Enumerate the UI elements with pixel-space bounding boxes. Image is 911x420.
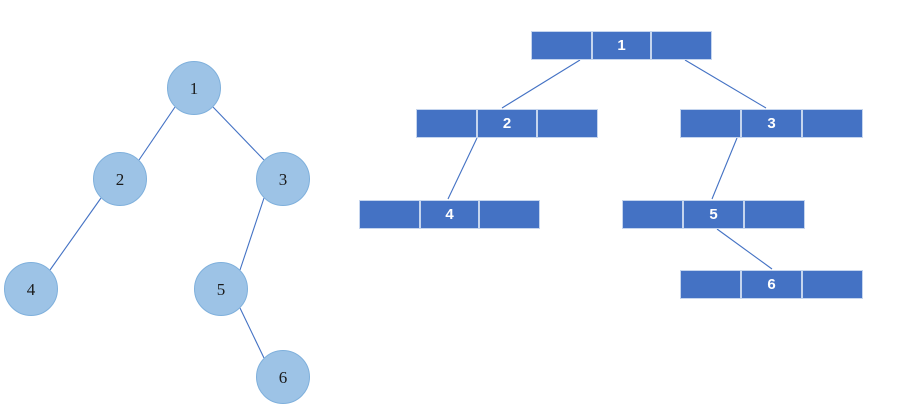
linked-node-5-left-pointer (622, 200, 683, 229)
linked-node-1: 1 (531, 31, 712, 60)
linked-node-5: 5 (622, 200, 805, 229)
linked-node-4: 4 (359, 200, 540, 229)
linked-node-value-label: 1 (617, 37, 626, 54)
linked-edges (447, 59, 773, 270)
edge-n2-n4 (447, 137, 478, 200)
linked-node-2-value: 2 (477, 109, 537, 138)
linked-node-3-right-pointer (802, 109, 863, 138)
linked-node-1-left-pointer (531, 31, 592, 60)
linked-node-3-value: 3 (741, 109, 802, 138)
linked-node-2: 2 (416, 109, 598, 138)
linked-node-value-label: 5 (709, 206, 718, 223)
linked-node-6-value: 6 (741, 270, 802, 299)
linked-node-3: 3 (680, 109, 863, 138)
linked-node-1-right-pointer (651, 31, 712, 60)
linked-node-6: 6 (680, 270, 863, 299)
tree-node-5: 5 (194, 262, 248, 316)
linked-node-value-label: 6 (767, 276, 776, 293)
linked-node-2-left-pointer (416, 109, 477, 138)
edge-n3-n5 (711, 137, 738, 200)
linked-node-value-label: 3 (767, 115, 776, 132)
linked-node-value-label: 4 (445, 206, 454, 223)
linked-node-4-value: 4 (420, 200, 479, 229)
linked-node-1-value: 1 (592, 31, 651, 60)
tree-node-label: 3 (278, 169, 288, 189)
tree-node-1: 1 (167, 61, 221, 115)
linked-node-value-label: 2 (502, 115, 512, 132)
tree-node-6: 6 (256, 350, 310, 404)
linked-node-5-right-pointer (744, 200, 805, 229)
tree-node-label: 4 (26, 279, 36, 299)
edge-t1-t2 (138, 106, 176, 161)
tree-node-label: 5 (216, 279, 226, 299)
tree-node-label: 2 (115, 169, 125, 189)
edge-n1-n3 (684, 59, 767, 109)
linked-node-4-right-pointer (479, 200, 540, 229)
edge-n5-n6 (716, 228, 773, 270)
linked-node-2-right-pointer (537, 109, 598, 138)
tree-node-2: 2 (93, 152, 147, 206)
edge-t5-t6 (239, 307, 265, 359)
linked-node-4-left-pointer (359, 200, 420, 229)
tree-edges (49, 106, 265, 359)
tree-node-label: 6 (278, 367, 288, 387)
linked-node-5-value: 5 (683, 200, 744, 229)
linked-node-3-left-pointer (680, 109, 741, 138)
tree-node-4: 4 (4, 262, 58, 316)
edge-t2-t4 (49, 197, 102, 271)
edge-n1-n2 (501, 59, 581, 109)
tree-node-3: 3 (256, 152, 310, 206)
edge-t3-t5 (239, 197, 265, 271)
linked-node-6-right-pointer (802, 270, 863, 299)
linked-node-6-left-pointer (680, 270, 741, 299)
tree-node-label: 1 (189, 78, 199, 98)
edge-t1-t3 (212, 106, 265, 161)
